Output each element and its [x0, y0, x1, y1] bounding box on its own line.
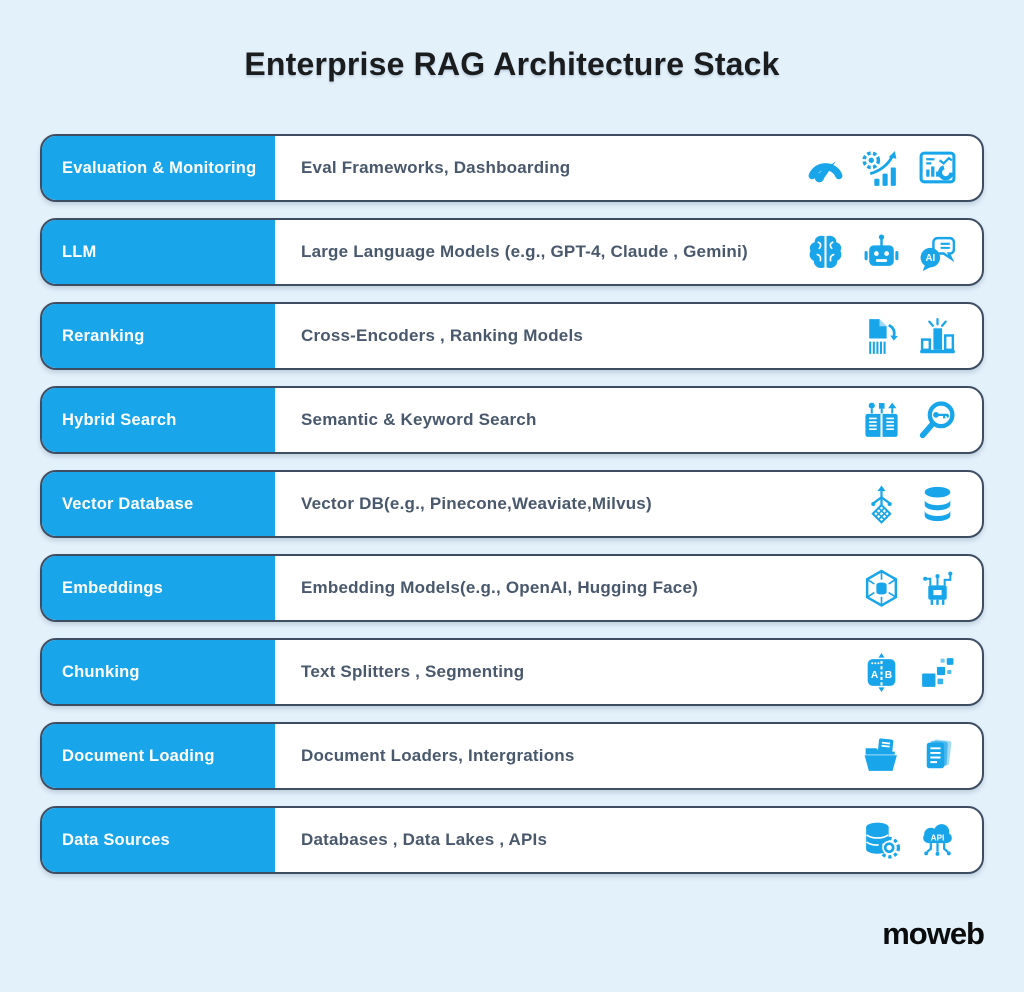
- row-icons: [861, 556, 982, 620]
- brain-icon: [805, 232, 846, 273]
- row-label: Evaluation & Monitoring: [42, 136, 275, 200]
- row-label: Embeddings: [42, 556, 275, 620]
- row-icons: [861, 724, 982, 788]
- row-description: Databases , Data Lakes , APIs: [301, 830, 548, 849]
- stack-row: Document Loading Document Loaders, Inter…: [40, 722, 984, 790]
- stack-row: Vector Database Vector DB(e.g., Pinecone…: [40, 470, 984, 538]
- row-description: Eval Frameworks, Dashboarding: [301, 158, 571, 177]
- row-description: Embedding Models(e.g., OpenAI, Hugging F…: [301, 578, 698, 597]
- row-description: Cross-Encoders , Ranking Models: [301, 326, 584, 345]
- growth-gear-icon: [861, 148, 902, 189]
- embedding-cube-icon: [861, 568, 902, 609]
- row-label: Reranking: [42, 304, 275, 368]
- row-icons: [861, 388, 982, 452]
- svg-text:A: A: [871, 670, 879, 681]
- svg-text:API: API: [931, 833, 945, 842]
- row-label: Vector Database: [42, 472, 275, 536]
- ranking-podium-icon: [917, 316, 958, 357]
- row-description: Vector DB(e.g., Pinecone,Weaviate,Milvus…: [301, 494, 652, 513]
- svg-text:B: B: [885, 670, 892, 681]
- gauge-icon: [805, 148, 846, 189]
- row-label: Document Loading: [42, 724, 275, 788]
- row-label: LLM: [42, 220, 275, 284]
- document-reorder-icon: [861, 316, 902, 357]
- chip-icon: [917, 568, 958, 609]
- row-icons: [861, 472, 982, 536]
- moweb-logo: moweb: [882, 916, 985, 951]
- row-description: Text Splitters , Segmenting: [301, 662, 525, 681]
- stack-row: Reranking Cross-Encoders , Ranking Model…: [40, 302, 984, 370]
- ai-chat-icon: AI: [917, 232, 958, 273]
- row-description: Semantic & Keyword Search: [301, 410, 537, 429]
- database-icon: [917, 484, 958, 525]
- stack-row: Hybrid Search Semantic & Keyword Search: [40, 386, 984, 454]
- open-book-icon: [861, 400, 902, 441]
- stack-row: Embeddings Embedding Models(e.g., OpenAI…: [40, 554, 984, 622]
- key-search-icon: [917, 400, 958, 441]
- stack-row: Data Sources Databases , Data Lakes , AP…: [40, 806, 984, 874]
- row-description: Large Language Models (e.g., GPT-4, Clau…: [301, 242, 748, 261]
- api-cloud-icon: API: [917, 820, 958, 861]
- svg-text:AI: AI: [925, 253, 935, 264]
- database-gear-icon: [861, 820, 902, 861]
- fragments-icon: [917, 652, 958, 693]
- row-label: Hybrid Search: [42, 388, 275, 452]
- stack-row: LLM Large Language Models (e.g., GPT-4, …: [40, 218, 984, 286]
- page-title: Enterprise RAG Architecture Stack: [244, 46, 780, 82]
- row-icons: [805, 136, 982, 200]
- vector-scatter-icon: [861, 484, 902, 525]
- stack-row: Evaluation & Monitoring Eval Frameworks,…: [40, 134, 984, 202]
- architecture-stack: Evaluation & Monitoring Eval Frameworks,…: [40, 134, 984, 874]
- dashboard-icon: [917, 148, 958, 189]
- row-description: Document Loaders, Intergrations: [301, 746, 575, 765]
- robot-icon: [861, 232, 902, 273]
- row-label: Chunking: [42, 640, 275, 704]
- document-stack-icon: [917, 736, 958, 777]
- row-label: Data Sources: [42, 808, 275, 872]
- row-icons: API: [861, 808, 982, 872]
- row-icons: AI: [805, 220, 982, 284]
- folder-document-icon: [861, 736, 902, 777]
- row-icons: [861, 304, 982, 368]
